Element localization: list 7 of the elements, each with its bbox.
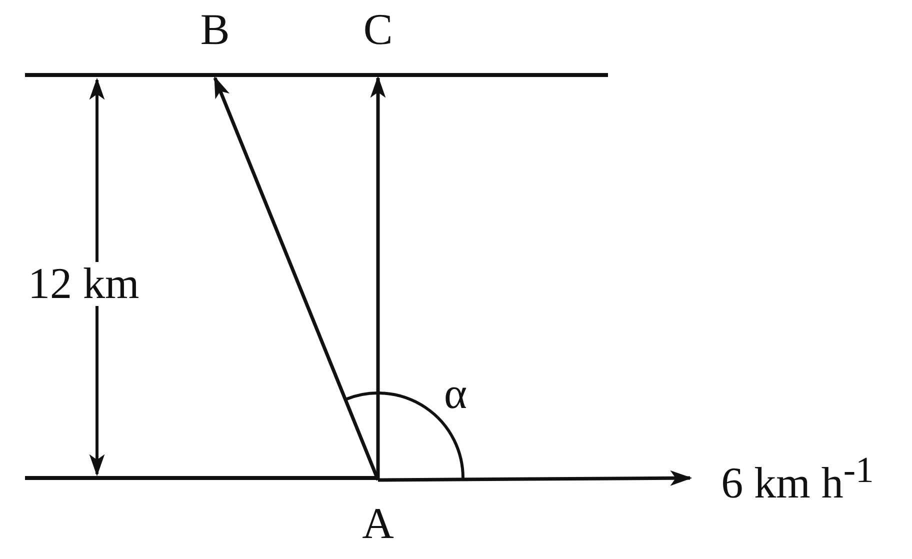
arrow bbox=[370, 76, 386, 480]
arrow bbox=[213, 76, 380, 481]
velocity-label: 6 km h$^{-1}$ bbox=[721, 452, 874, 506]
point-label: C bbox=[363, 8, 393, 52]
arrow bbox=[378, 470, 692, 486]
point-label: B bbox=[200, 8, 230, 52]
point-label: A bbox=[362, 502, 394, 546]
